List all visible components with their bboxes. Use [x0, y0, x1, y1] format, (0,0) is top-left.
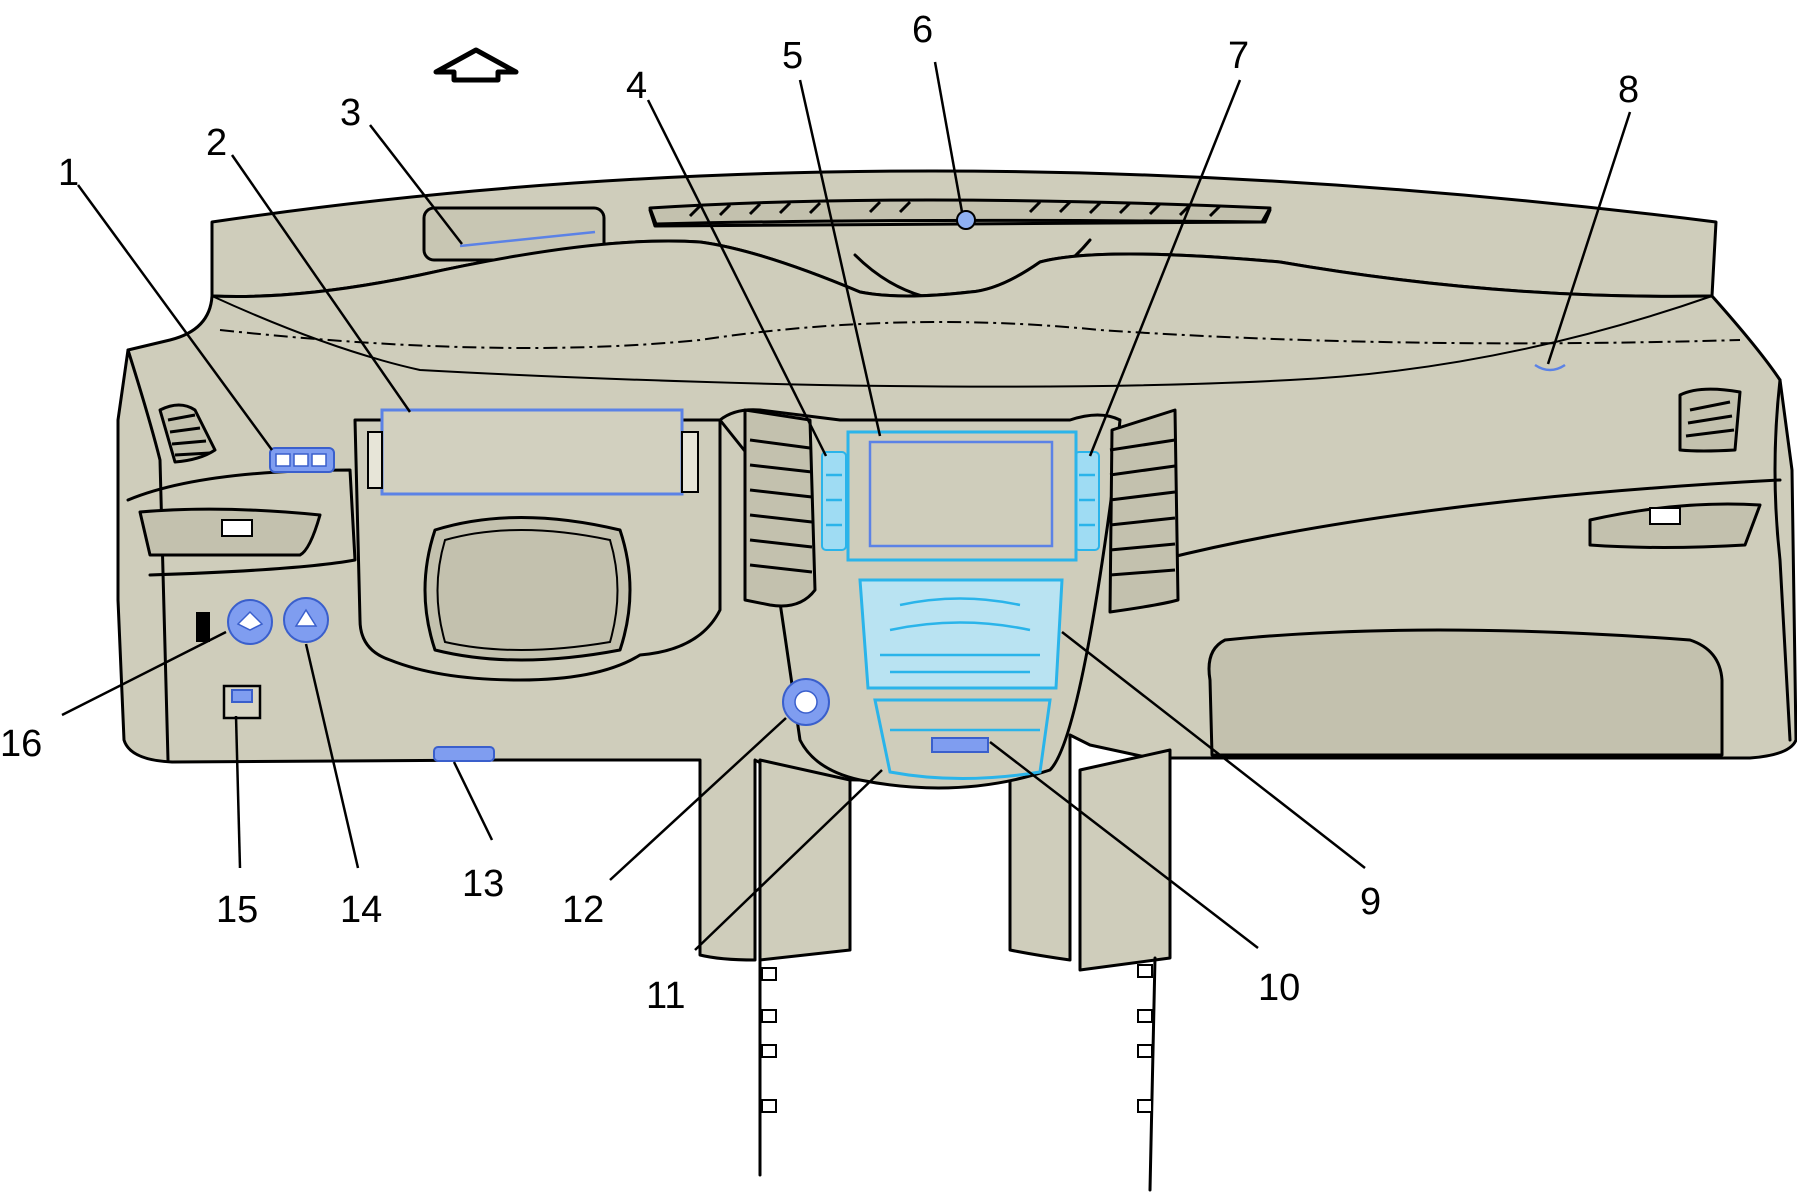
callout-3: 3 — [340, 92, 361, 134]
steering-column-opening — [423, 516, 632, 662]
callout-4: 4 — [626, 65, 647, 107]
defrost-vent-slats — [688, 200, 1222, 218]
passenger-sensor-mark — [1534, 363, 1566, 372]
callout-10: 10 — [1258, 967, 1300, 1009]
right-lower-vent — [1588, 502, 1762, 549]
center-stack — [718, 408, 1180, 790]
right-side-vent — [1678, 387, 1742, 453]
upper-dash-pad — [210, 169, 1718, 304]
callout-5: 5 — [782, 35, 803, 77]
callout-8: 8 — [1618, 69, 1639, 111]
callout-12: 12 — [562, 889, 604, 931]
glove-box — [1207, 628, 1724, 757]
climate-control-panel — [858, 578, 1064, 690]
callout-2: 2 — [206, 122, 227, 164]
callout-11: 11 — [646, 975, 685, 1017]
forward-arrow-icon — [433, 47, 519, 83]
callout-14: 14 — [340, 889, 382, 931]
callout-16: 16 — [0, 723, 42, 765]
left-lower-vent — [138, 507, 322, 557]
callout-13: 13 — [462, 863, 504, 905]
lower-center-controls — [873, 698, 1052, 780]
left-side-vent — [158, 403, 217, 464]
sunload-sensor — [956, 210, 976, 230]
lower-sensor-13 — [433, 746, 495, 762]
callout-9: 9 — [1360, 881, 1381, 923]
leader-lines — [61, 61, 1632, 951]
callout-15: 15 — [216, 889, 258, 931]
callout-7: 7 — [1228, 35, 1249, 77]
center-console-sides — [758, 748, 1172, 1192]
callout-labels: 1 2 3 4 5 6 7 8 9 10 11 12 13 14 15 16 — [0, 9, 1639, 1017]
left-knee-panel — [196, 597, 495, 762]
instrument-cluster-area — [269, 408, 722, 682]
instrument-cluster-display — [380, 408, 684, 496]
callout-6: 6 — [912, 9, 933, 51]
console-mount-tabs — [761, 964, 1153, 1113]
callout-1: 1 — [58, 152, 79, 194]
